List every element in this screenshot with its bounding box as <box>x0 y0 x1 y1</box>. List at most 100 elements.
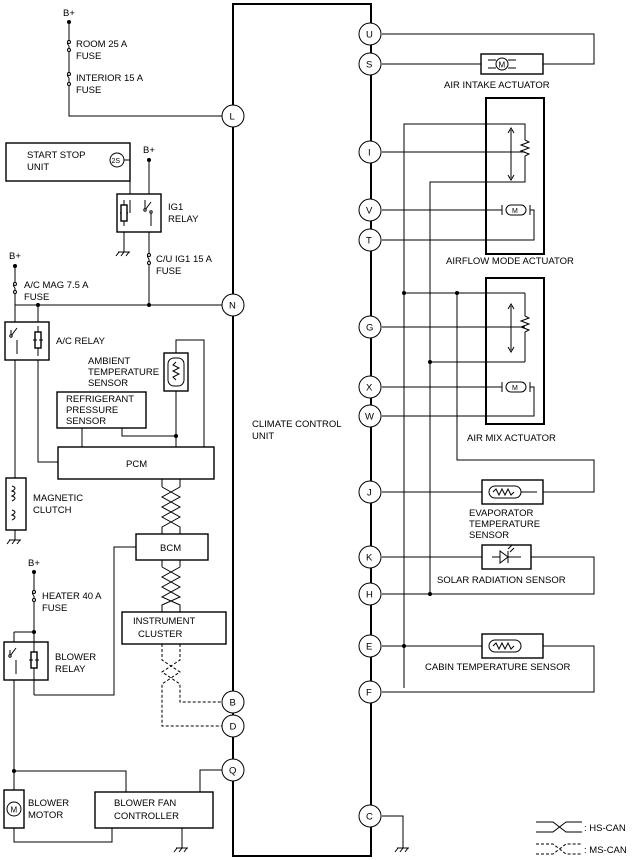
terminal-x-label: X <box>366 383 373 394</box>
refrigerant-pressure-sensor: REFRIGERANT PRESSURE SENSOR <box>56 391 177 447</box>
terminal-w-label: W <box>365 412 374 423</box>
refrigerant-sensor-label-1: REFRIGERANT <box>66 394 134 405</box>
terminal-g-label: G <box>366 323 373 334</box>
instrument-cluster-label-2: CLUSTER <box>138 629 182 640</box>
blower-relay: BLOWER RELAY <box>3 632 127 792</box>
heater-fuse-label: HEATER 40 A <box>42 591 102 602</box>
terminal-e: E <box>358 634 382 658</box>
interior-fuse-label: INTERIOR 15 A <box>76 73 144 84</box>
b-plus-label: B+ <box>143 145 155 156</box>
heater-fuse-word: FUSE <box>42 603 67 614</box>
ig1-relay-label-2: RELAY <box>168 214 199 225</box>
instrument-cluster: INSTRUMENT CLUSTER <box>121 611 227 645</box>
terminal-j: J <box>358 480 382 504</box>
terminal-i-label: I <box>368 148 371 159</box>
air-intake-actuator-label: AIR INTAKE ACTUATOR <box>444 80 550 91</box>
room-interior-fuse-circuit: B+ ROOM 25 A FUSE INTERIOR 15 A FUSE <box>63 8 222 117</box>
terminal-v-label: V <box>366 206 373 217</box>
blower-motor: M BLOWER MOTOR <box>3 789 113 843</box>
ac-relay-label: A/C RELAY <box>56 336 106 347</box>
b-plus-label: B+ <box>63 8 75 19</box>
solar-radiation-sensor: SOLAR RADIATION SENSOR <box>382 544 595 596</box>
terminal-k-label: K <box>366 553 373 564</box>
b-plus-label: B+ <box>9 251 21 262</box>
terminal-c-ground <box>382 815 409 853</box>
ig1-relay-label-1: IG1 <box>168 202 183 213</box>
terminal-s-label: S <box>366 60 372 71</box>
evaporator-temperature-sensor: EVAPORATOR TEMPERATURE SENSOR <box>382 293 595 541</box>
terminal-t: T <box>358 228 382 252</box>
blower-relay-label-1: BLOWER <box>55 652 96 663</box>
terminal-h-label: H <box>366 590 373 601</box>
terminal-b: B <box>221 690 245 714</box>
refrigerant-sensor-label-2: PRESSURE <box>66 405 118 416</box>
instrument-cluster-label-1: INSTRUMENT <box>133 616 195 627</box>
bcm: BCM <box>34 533 209 696</box>
climate-control-unit: CLIMATE CONTROL UNIT <box>232 3 372 857</box>
ccu-right-terminals: U S I V T G X W J K H E F C <box>358 22 382 828</box>
cu-ig1-fuse: C/U IG1 15 A FUSE <box>147 252 213 305</box>
terminal-j-label: J <box>367 488 372 499</box>
legend-ms-can: : MS-CAN <box>584 845 627 856</box>
airflow-mode-actuator: M AIRFLOW MODE ACTUATOR <box>382 97 574 688</box>
terminal-c: C <box>358 804 382 828</box>
terminal-s: S <box>358 52 382 76</box>
terminal-e-label: E <box>366 642 372 653</box>
air-mix-actuator-label: AIR MIX ACTUATOR <box>467 433 556 444</box>
room-fuse-label: ROOM 25 A <box>76 39 128 50</box>
ambient-sensor-label-2: TEMPERATURE <box>88 367 159 378</box>
evaporator-sensor-label-3: SENSOR <box>469 530 509 541</box>
terminal-l-label: L <box>230 112 235 123</box>
terminal-f-label: F <box>366 688 372 699</box>
ms-can-pair-cluster-ccu <box>161 644 222 727</box>
ac-relay: A/C RELAY <box>4 305 106 478</box>
airflow-motor-symbol: M <box>512 208 518 215</box>
hs-can-twisted-pair-pcm-bcm <box>160 479 182 534</box>
bcm-label: BCM <box>160 543 181 554</box>
ambient-sensor-label-3: SENSOR <box>88 378 128 389</box>
terminal-u: U <box>358 22 382 46</box>
terminal-n: N <box>221 293 245 317</box>
blower-fan-controller: BLOWER FAN CONTROLLER <box>94 769 222 853</box>
ac-mag-fuse-label: A/C MAG 7.5 A <box>24 280 89 291</box>
magnetic-clutch-label-1: MAGNETIC <box>33 493 83 504</box>
magnetic-clutch-label-2: CLUTCH <box>33 505 72 516</box>
magnetic-clutch: MAGNETIC CLUTCH <box>5 477 83 545</box>
blower-motor-symbol: M <box>11 806 18 815</box>
terminal-t-label: T <box>366 236 372 247</box>
cabin-sensor-label: CABIN TEMPERATURE SENSOR <box>425 662 570 673</box>
hs-can-twisted-pair-bcm-cluster <box>160 560 182 612</box>
room-fuse-word: FUSE <box>76 51 101 62</box>
terminal-n-label: N <box>229 301 236 312</box>
ccu-left-terminals: L N B D Q <box>221 104 245 782</box>
terminal-c-label: C <box>366 812 373 823</box>
blower-relay-label-2: RELAY <box>55 664 86 675</box>
air-mix-motor-symbol: M <box>512 385 518 392</box>
air-intake-actuator: M AIR INTAKE ACTUATOR <box>382 33 595 91</box>
terminal-w: W <box>358 404 382 428</box>
air-intake-motor-symbol: M <box>499 61 506 70</box>
air-mix-actuator: M AIR MIX ACTUATOR <box>382 277 556 444</box>
b-plus-label: B+ <box>28 558 40 569</box>
terminal-d-label: D <box>230 722 237 733</box>
legend-hs-can: : HS-CAN <box>584 823 626 834</box>
interior-fuse-word: FUSE <box>76 85 101 96</box>
refrigerant-sensor-label-3: SENSOR <box>66 416 106 427</box>
terminal-l: L <box>221 104 245 128</box>
terminal-v: V <box>358 198 382 222</box>
terminal-u-label: U <box>366 30 373 41</box>
cu-ig1-fuse-label: C/U IG1 15 A <box>156 254 213 265</box>
terminal-q: Q <box>221 758 245 782</box>
start-stop-symbol: 2S <box>112 158 121 165</box>
climate-control-unit-label-2: UNIT <box>252 431 274 442</box>
ac-mag-fuse-word: FUSE <box>24 292 49 303</box>
blower-motor-label-1: BLOWER <box>28 798 69 809</box>
pcm: PCM <box>57 446 215 480</box>
cabin-temperature-sensor: CABIN TEMPERATURE SENSOR <box>382 633 595 693</box>
terminal-k: K <box>358 545 382 569</box>
terminal-q-label: Q <box>229 766 236 777</box>
cu-ig1-fuse-word: FUSE <box>156 266 181 277</box>
ac-mag-fuse-circuit: B+ A/C MAG 7.5 A FUSE <box>9 251 222 307</box>
blower-motor-label-2: MOTOR <box>28 810 63 821</box>
terminal-f: F <box>358 680 382 704</box>
